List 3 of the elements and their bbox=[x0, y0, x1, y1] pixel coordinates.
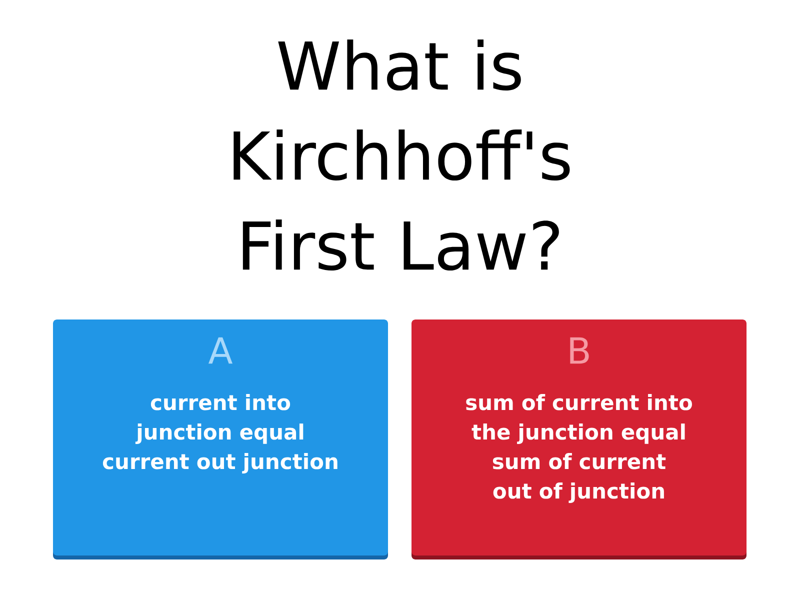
title: What is Kirchhoff's First Law? bbox=[234, 39, 570, 271]
answer-card: A current into junction equal current out junction bbox=[53, 320, 388, 560]
answer-card: B sum of current into the junction equal sum of current out of junction bbox=[412, 320, 746, 560]
